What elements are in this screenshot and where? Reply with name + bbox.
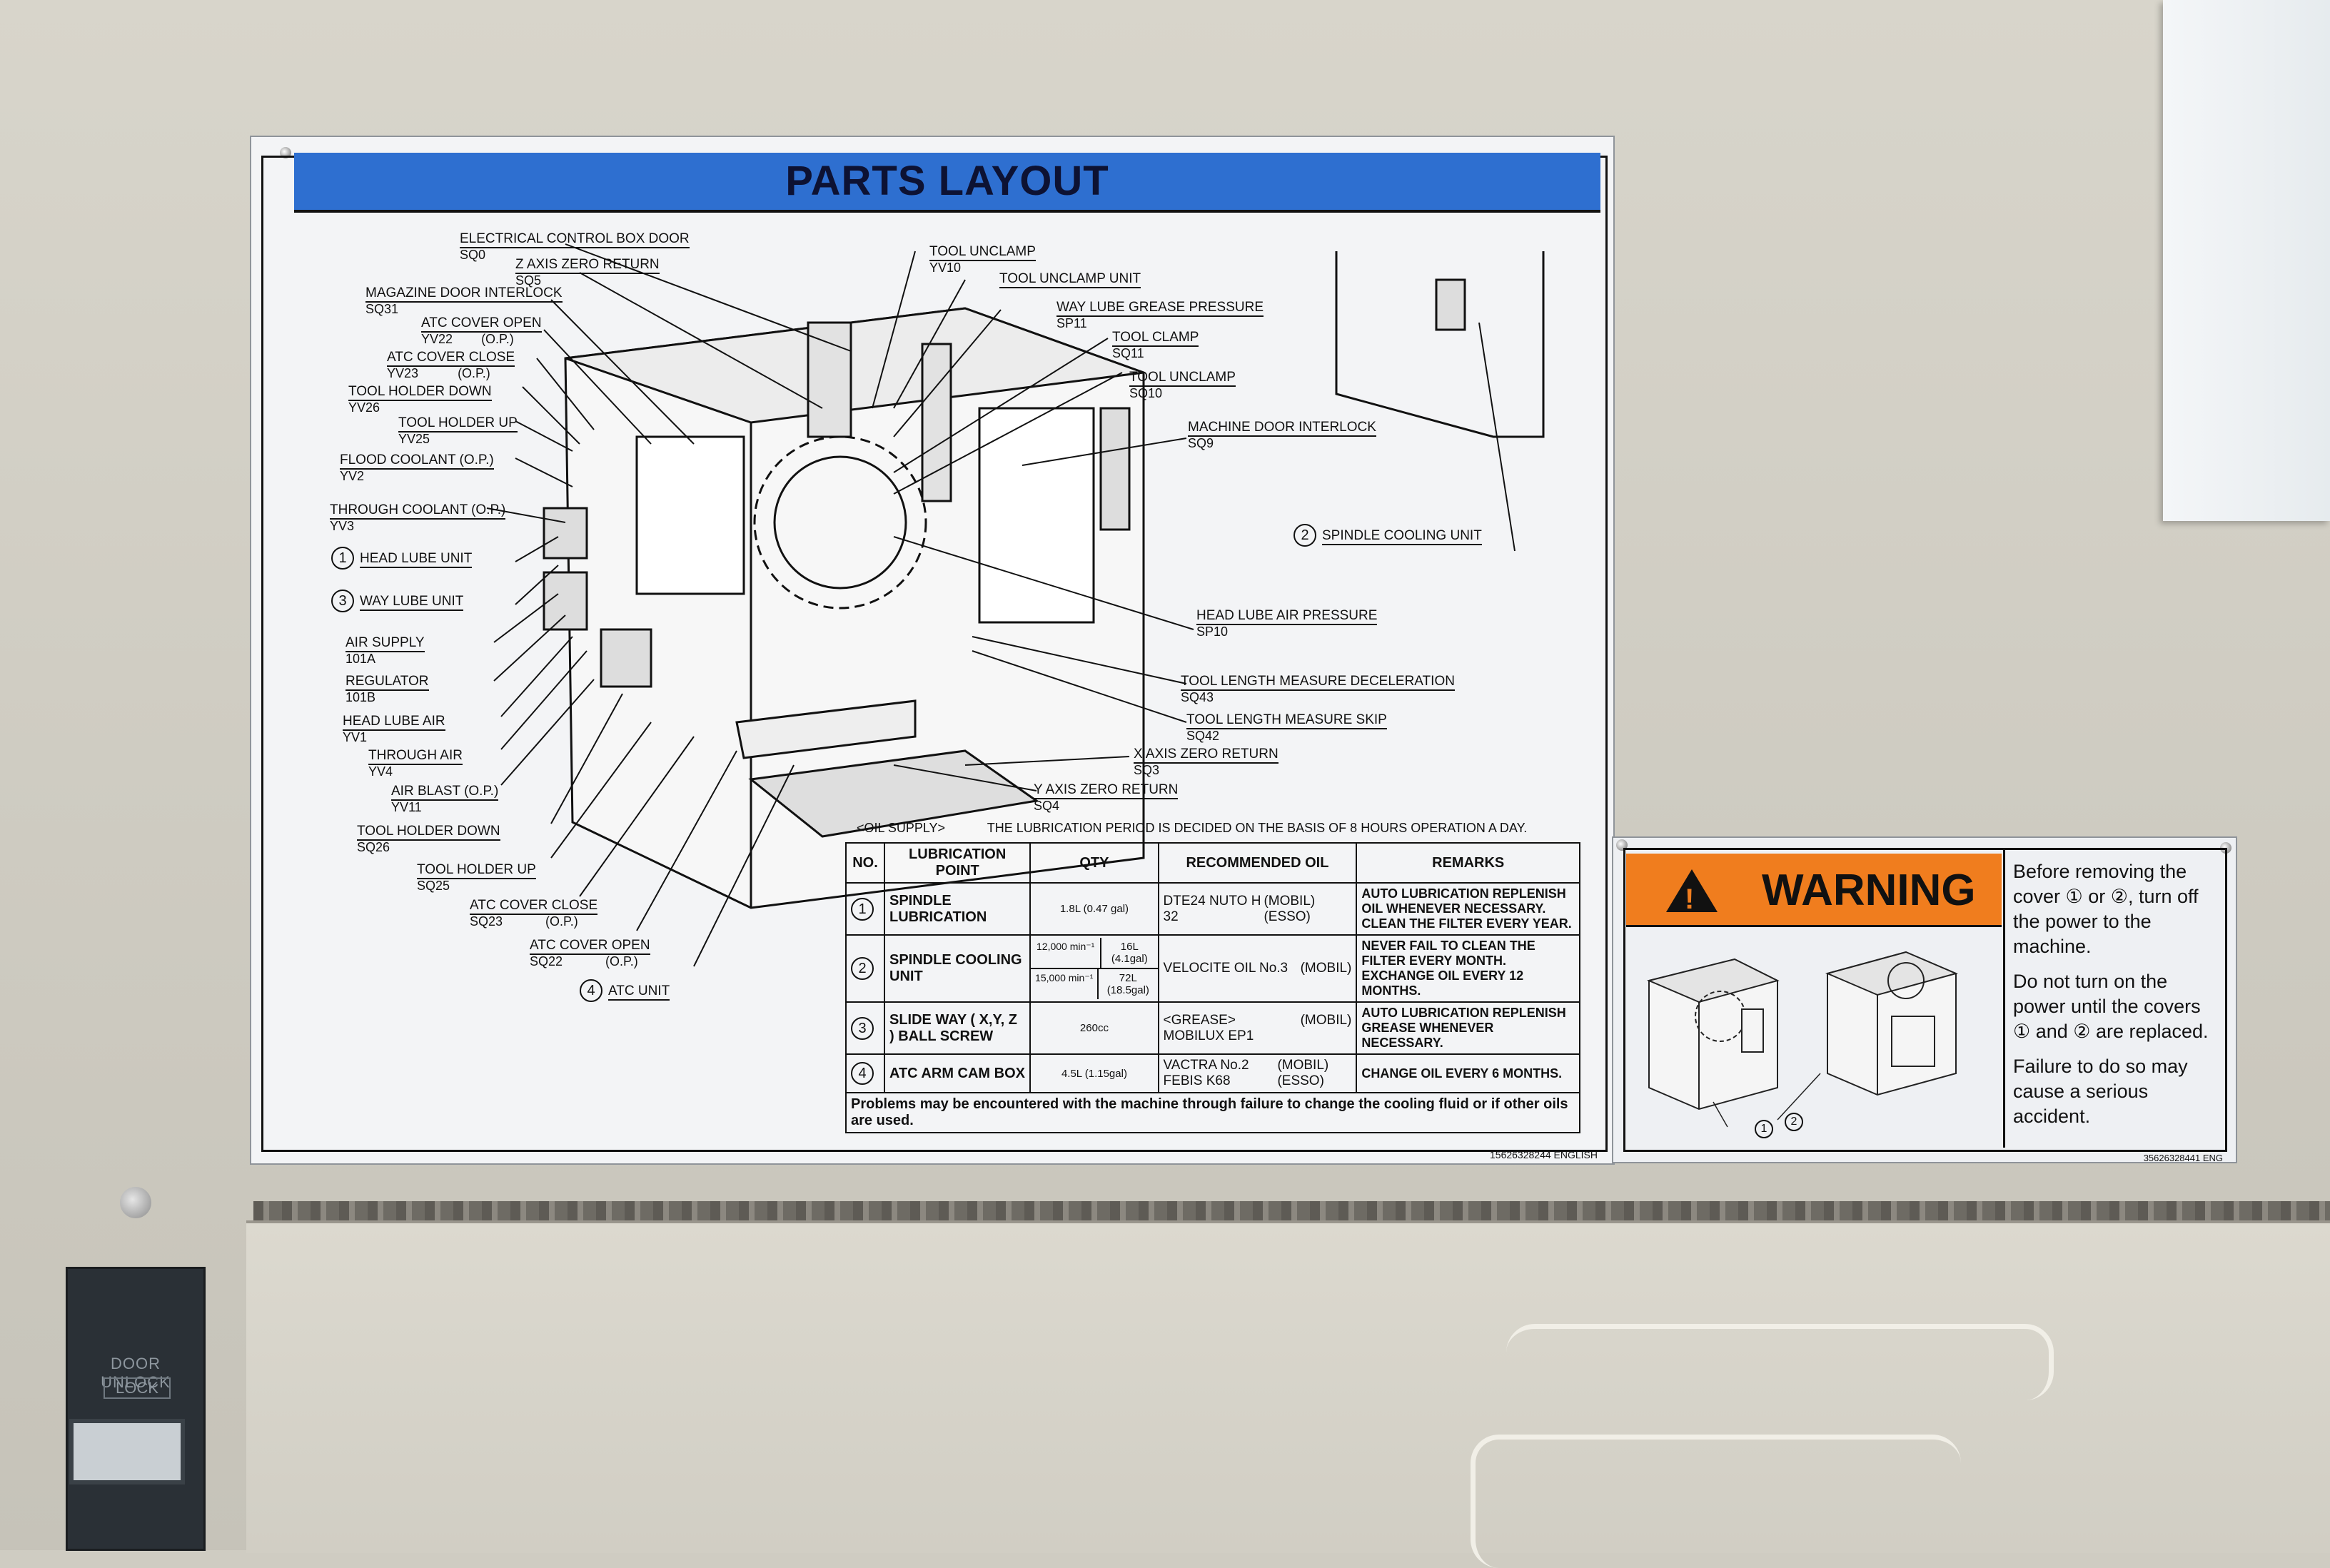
warning-header: ! WARNING [1626,854,2002,927]
table-row: 3 SLIDE WAY ( X,Y, Z ) BALL SCREW 260cc … [845,1001,1580,1055]
warning-line-3: Failure to do so may cause a serious acc… [2013,1056,2188,1127]
callout-flood-coolant: FLOOD COOLANT (O.P.)YV2 [340,452,494,483]
door-unlock-switch[interactable]: DOOR UNLOCK LOCK [66,1267,206,1551]
oil-supply-note: <OIL SUPPLY> THE LUBRICATION PERIOD IS D… [857,821,1527,836]
residue-mark [1506,1324,2054,1400]
table-header-row: NO. LUBRICATION POINT QTY RECOMMENDED OI… [845,842,1580,884]
warning-title: WARNING [1762,866,1976,915]
col-no: NO. [845,842,885,884]
title-bar: PARTS LAYOUT [294,153,1600,213]
table-footer-note: Problems may be encountered with the mac… [845,1092,1580,1133]
machine-cover-illustration [1646,951,1959,1128]
screw-icon [120,1187,151,1218]
table-footer-row: Problems may be encountered with the mac… [845,1092,1580,1133]
lubrication-table: NO. LUBRICATION POINT QTY RECOMMENDED OI… [845,842,1580,1133]
parts-layout-plate: PARTS LAYOUT [250,136,1615,1165]
lower-access-panel [246,1220,2330,1553]
col-lubrication-point: LUBRICATION POINT [883,842,1032,884]
oil-supply-text: THE LUBRICATION PERIOD IS DECIDED ON THE… [987,821,1528,835]
callout-air-blast: AIR BLAST (O.P.)YV11 [391,784,499,814]
col-remarks: REMARKS [1356,842,1580,884]
machine-diagram [486,243,1545,967]
door-unlock-label: DOOR UNLOCK [101,1355,171,1391]
col-recommended-oil: RECOMMENDED OIL [1157,842,1358,884]
warning-text: Before removing the cover ① or ②, turn o… [2013,859,2220,1139]
cover-2-label: 2 [1785,1111,1809,1131]
posted-paper [2163,0,2330,521]
cover-1-label: 1 [1755,1118,1779,1138]
table-row: 1 SPINDLE LUBRICATION 1.8L (0.47 gal) DT… [845,882,1580,936]
warning-line-2: Do not turn on the power until the cover… [2013,971,2209,1042]
warning-plate: ! WARNING Before removing the cover ① or… [1612,836,2237,1163]
panel-gap [253,1201,2330,1223]
table-row: 4 ATC ARM CAM BOX 4.5L (1.15gal) VACTRA … [845,1053,1580,1093]
key-slot[interactable] [69,1419,185,1484]
plate-title: PARTS LAYOUT [785,158,1109,204]
oil-supply-label: <OIL SUPPLY> [857,821,946,835]
residue-mark [1471,1435,1961,1568]
warning-divider [2003,848,2005,1148]
col-qty: QTY [1029,842,1159,884]
callout-through-coolant: THROUGH COOLANT (O.P.)YV3 [330,502,506,533]
exclamation-icon: ! [1685,884,1695,915]
warning-frame [1623,848,2227,1152]
warning-triangle-icon [1666,869,1718,912]
warning-part-number: 35626328441 ENG [2143,1153,2223,1163]
door-unlock-sublabel: LOCK [104,1377,171,1399]
warning-line-1: Before removing the cover ① or ②, turn o… [2013,861,2199,957]
callout-tool-unclamp-unit: TOOL UNCLAMP UNIT [999,271,1141,288]
plate-part-number: 15626328244 ENGLISH [1490,1149,1598,1160]
